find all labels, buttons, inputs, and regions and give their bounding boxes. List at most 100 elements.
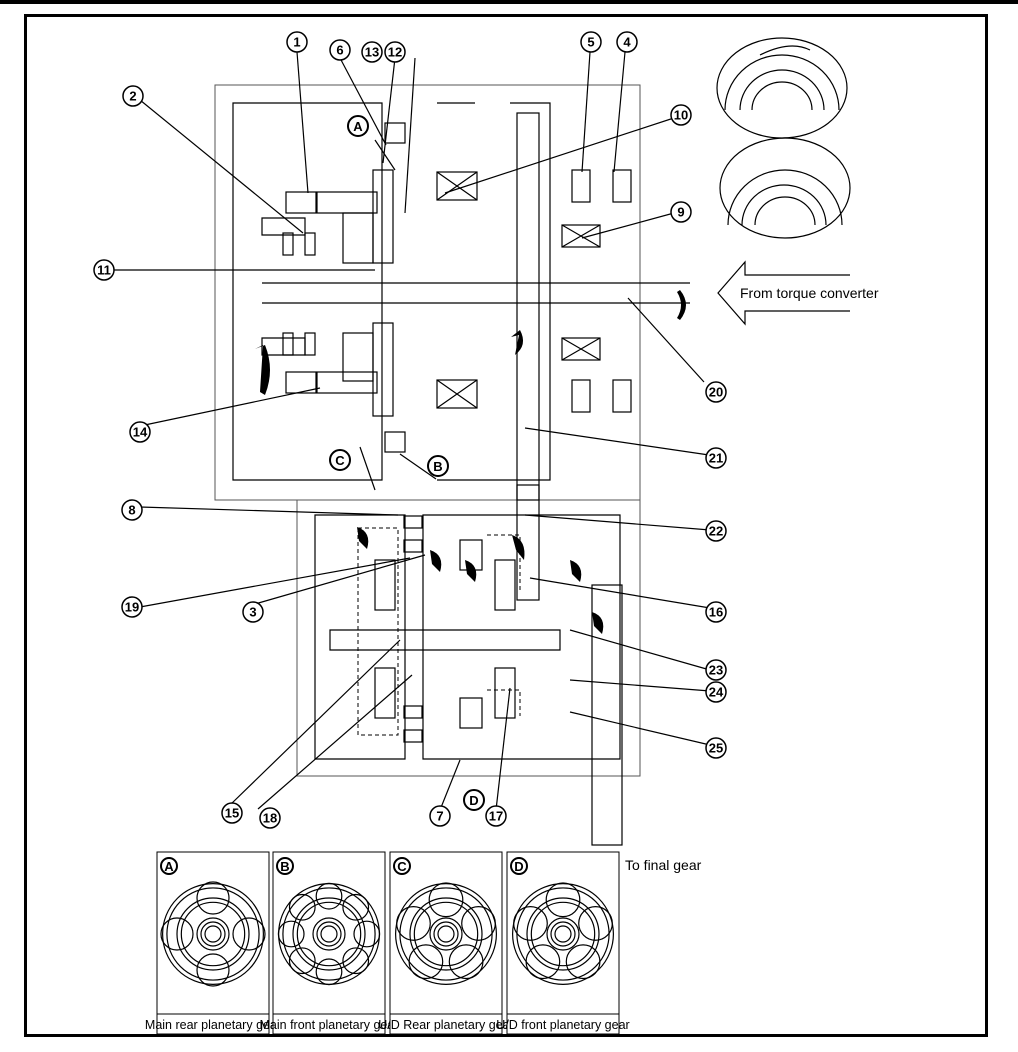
one-way-clutches [436,171,601,409]
planet-gear [428,882,464,918]
planet-gear [461,906,496,941]
marker-B: B [427,455,449,477]
callout-22: 22 [705,520,727,542]
callout-label: 19 [125,600,139,615]
top-border-bar [0,0,1018,4]
callout-12: 12 [384,41,406,63]
marker-A: A [347,115,369,137]
callout-13: 13 [361,41,383,63]
callout-label: 25 [709,741,723,756]
inset-9 [719,137,851,239]
sun-gear [433,921,459,947]
gear-ring [162,882,265,985]
callout-label: 2 [129,89,136,104]
input-shaft [261,217,690,356]
ud-planetary-members [329,515,561,743]
callout-label: 13 [365,45,379,60]
callout-label: 9 [677,205,684,220]
planet-gear [315,958,343,986]
leader-lines [112,51,711,811]
marker-D: D [463,789,485,811]
planet-gear [408,944,444,980]
callout-20: 20 [705,381,727,403]
gear-ring [180,901,246,967]
callout-14: 14 [129,421,151,443]
gear-ring [176,897,250,971]
main-housing [214,84,641,501]
planet-gear [353,920,381,948]
marker-C: C [329,449,351,471]
callout-2: 2 [122,85,144,107]
callout-label: 23 [709,663,723,678]
callout-3: 3 [242,601,264,623]
planet-gear [545,882,581,918]
gear-ring [530,901,596,967]
callout-23: 23 [705,659,727,681]
sun-gear [196,917,230,951]
svg-text:A: A [353,119,363,134]
callout-19: 19 [121,596,143,618]
callout-label: 17 [489,809,503,824]
panel-marker: D [514,859,523,874]
planet-gear [342,893,370,921]
planet-gear [342,947,370,975]
callout-label: 4 [623,35,631,50]
callout-6: 6 [329,39,351,61]
callout-10: 10 [670,104,692,126]
planet-gear [288,893,316,921]
callout-label: 3 [249,605,256,620]
callout-label: 1 [293,35,300,50]
transfer-gears [516,112,623,846]
callout-label: 24 [709,685,724,700]
callout-17: 17 [485,805,507,827]
svg-text:D: D [469,793,478,808]
gear-ring [413,901,479,967]
sun-gear [204,925,222,943]
planet-gear [196,953,230,987]
output-label: To final gear [625,857,702,873]
callout-18: 18 [259,807,281,829]
callout-21: 21 [705,447,727,469]
callouts: 1234567891011121314151617181920212223242… [93,31,727,829]
planet-gear [578,906,613,941]
sun-gear [437,925,455,943]
callout-label: 12 [388,45,402,60]
planet-gear [196,881,230,915]
sun-gear [554,925,572,943]
gear-ring [409,897,483,971]
callout-label: 7 [436,809,443,824]
sun-gear [312,917,346,951]
callout-16: 16 [705,601,727,623]
planet-gear [448,944,484,980]
callout-24: 24 [705,681,727,703]
clutch-packs [282,122,632,453]
callout-label: 8 [128,503,135,518]
detail-markers: A B C D [329,115,485,811]
planet-gear [160,917,194,951]
callout-label: 21 [709,451,723,466]
callout-15: 15 [221,802,243,824]
planet-gear [525,944,561,980]
sun-gear [429,917,463,951]
ud-housing [296,499,641,777]
callout-label: 14 [133,425,148,440]
planet-gear [396,906,431,941]
panel-d: DU/D front planetary gear [496,851,630,1035]
callout-label: 11 [97,263,111,278]
callout-label: 18 [263,811,277,826]
callout-label: 10 [674,108,688,123]
callout-5: 5 [580,31,602,53]
gear-ring [292,897,366,971]
callout-label: 15 [225,806,239,821]
input-arrow: From torque converter [717,260,879,326]
panel-caption: U/D Rear planetary gear [378,1018,513,1032]
sun-gear [550,921,576,947]
panel-marker: C [397,859,407,874]
sun-gear [200,921,226,947]
main-planetary-members [316,169,394,417]
planet-gear [565,944,601,980]
